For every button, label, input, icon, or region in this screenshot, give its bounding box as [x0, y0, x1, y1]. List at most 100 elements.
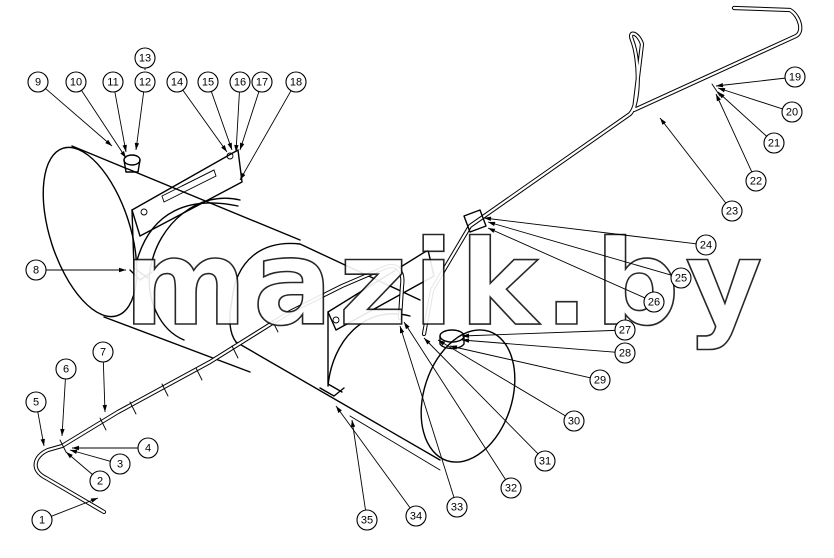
- callout-1: 1: [31, 509, 53, 531]
- leader-arrow-32: [404, 322, 410, 330]
- callout-circle: [65, 71, 87, 93]
- callout-circle: [534, 450, 556, 472]
- callout-circle: [784, 66, 806, 88]
- callout-number: 18: [290, 77, 302, 89]
- callout-5: 5: [25, 391, 47, 413]
- leader-line-23: [659, 117, 727, 204]
- leader-arrow-29: [450, 345, 458, 350]
- callout-number: 1: [39, 515, 45, 527]
- callout-circle: [763, 132, 785, 154]
- leader-line-14: [182, 89, 228, 153]
- callout-6: 6: [55, 358, 77, 380]
- callout-circle: [745, 170, 767, 192]
- callout-11: 11: [102, 71, 124, 93]
- leader-arrow-9: [105, 139, 112, 146]
- callout-number: 19: [789, 72, 801, 84]
- leader-arrow-24: [484, 216, 492, 222]
- callout-circle: [92, 341, 114, 363]
- callout-number: 7: [100, 347, 106, 359]
- callout-number: 4: [145, 443, 151, 455]
- callout-circle: [166, 71, 188, 93]
- callout-number: 28: [619, 348, 631, 360]
- callout-13: 13: [134, 47, 156, 69]
- callout-circle: [137, 437, 159, 459]
- callout-24: 24: [695, 234, 717, 256]
- callout-circle: [134, 47, 156, 69]
- leader-line-9: [45, 88, 113, 147]
- leader-arrow-16: [234, 144, 239, 152]
- leader-arrow-19: [716, 83, 724, 88]
- callout-number: 14: [171, 77, 183, 89]
- leader-arrow-25: [488, 221, 496, 227]
- callout-15: 15: [197, 71, 219, 93]
- callout-21: 21: [763, 132, 785, 154]
- leader-line-21: [717, 91, 767, 137]
- leader-line-32: [403, 321, 506, 480]
- callout-30: 30: [563, 410, 585, 432]
- callout-16: 16: [229, 71, 251, 93]
- callout-circle: [55, 358, 77, 380]
- callout-number: 29: [594, 375, 606, 387]
- callout-9: 9: [27, 71, 49, 93]
- callout-number: 11: [107, 77, 118, 89]
- left-tank: [42, 145, 301, 373]
- callout-circle: [446, 496, 468, 518]
- callout-31: 31: [534, 450, 556, 472]
- callout-circle: [589, 369, 611, 391]
- leader-line-16: [235, 91, 240, 153]
- right-tank: [229, 242, 516, 471]
- callout-20: 20: [781, 101, 803, 123]
- leader-arrow-10: [120, 150, 126, 158]
- callout-27: 27: [614, 319, 636, 341]
- callout-number: 6: [63, 364, 69, 376]
- leader-arrow-31: [424, 338, 431, 345]
- callout-number: 9: [35, 77, 41, 89]
- callout-25: 25: [670, 267, 692, 289]
- callout-number: 13: [139, 53, 151, 65]
- leader-line-12: [135, 91, 145, 151]
- callout-circle: [197, 71, 219, 93]
- leader-arrow-14: [221, 145, 227, 152]
- callout-18: 18: [285, 71, 307, 93]
- callout-22: 22: [745, 170, 767, 192]
- callout-number: 10: [70, 77, 82, 89]
- leader-line-24: [483, 217, 697, 245]
- leader-line-11: [114, 91, 127, 153]
- callout-circle: [251, 71, 273, 93]
- callout-number: 33: [451, 502, 463, 514]
- callout-28: 28: [614, 342, 636, 364]
- callout-34: 34: [405, 505, 427, 527]
- leader-arrow-20: [718, 88, 726, 93]
- leader-arrow-35: [350, 420, 356, 428]
- leader-arrow-21: [718, 92, 725, 99]
- callout-circle: [721, 200, 743, 222]
- callout-circle: [31, 509, 53, 531]
- leader-arrow-5: [40, 438, 45, 446]
- leader-line-35: [351, 419, 366, 511]
- leader-line-7: [102, 361, 106, 413]
- leader-arrow-27: [462, 333, 470, 338]
- callout-circle: [25, 259, 47, 281]
- callout-number: 35: [361, 515, 373, 527]
- callout-number: 20: [786, 107, 798, 119]
- callout-23: 23: [721, 200, 743, 222]
- callout-circle: [614, 342, 636, 364]
- leader-line-29: [449, 345, 591, 379]
- callout-number: 25: [675, 273, 687, 285]
- callout-2: 2: [89, 470, 111, 492]
- callout-circle: [695, 234, 717, 256]
- leader-arrow-1: [90, 498, 98, 503]
- callout-circle: [500, 477, 522, 499]
- callout-number: 23: [726, 206, 738, 218]
- leader-line-25: [487, 221, 672, 276]
- leader-line-27: [461, 329, 616, 337]
- leader-arrow-33: [400, 326, 405, 334]
- leader-arrow-2: [66, 452, 73, 459]
- callout-circle: [356, 509, 378, 531]
- callout-8: 8: [25, 259, 47, 281]
- leader-line-19: [715, 77, 786, 87]
- callout-circle: [134, 71, 156, 93]
- leader-line-15: [210, 91, 233, 151]
- leader-line-22: [715, 93, 753, 173]
